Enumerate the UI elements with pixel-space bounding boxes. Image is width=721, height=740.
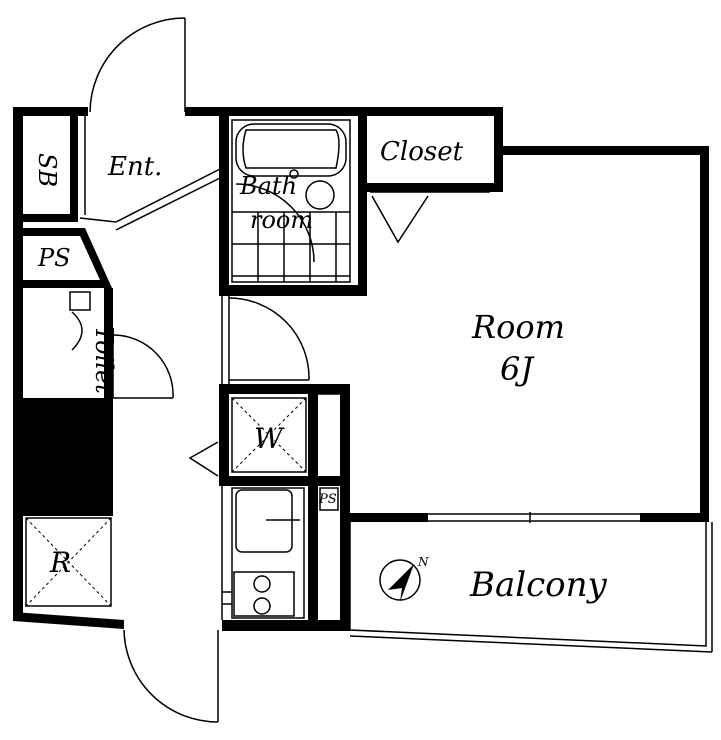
bathroom: Bath room (219, 116, 367, 296)
entrance-door (89, 17, 186, 113)
corridor-walls (219, 116, 230, 620)
structural-pillar (13, 398, 113, 516)
storage-sb: SB (13, 116, 78, 222)
ps-left-shaft: PS (13, 228, 112, 288)
north-label: N (417, 555, 429, 569)
refrigerator-label: R (49, 546, 71, 579)
balcony: Balcony (349, 522, 713, 653)
bathroom-label-line1: Bath (239, 172, 297, 200)
ps-left-label: PS (37, 244, 71, 272)
room-label-line2: 6J (500, 350, 535, 388)
balcony-label: Balcony (469, 565, 608, 605)
entrance-area: Ent. (79, 116, 223, 231)
refrigerator-space: R (25, 517, 112, 607)
room-door (228, 297, 310, 381)
north-compass-icon: N (379, 555, 429, 602)
ps-right-label: PS (318, 492, 337, 507)
main-room: Room 6J (471, 308, 565, 388)
entrance-label: Ent. (107, 152, 162, 182)
sb-label: SB (33, 153, 61, 187)
bathroom-label-line2: room (250, 206, 313, 234)
closet: Closet (367, 137, 503, 244)
outer-walls (13, 107, 709, 631)
toilet-door (112, 334, 174, 399)
ps-right-shaft: PS (318, 487, 339, 511)
toilet-label: Toilet (90, 326, 118, 394)
room-window (428, 512, 640, 523)
wardrobe: W (188, 384, 350, 630)
balcony-side-door (123, 629, 219, 723)
wardrobe-label: W (254, 422, 285, 455)
toilet-room: Toilet (69, 288, 118, 398)
closet-label: Closet (380, 137, 464, 167)
room-label-line1: Room (471, 308, 565, 346)
kitchen (222, 487, 305, 619)
